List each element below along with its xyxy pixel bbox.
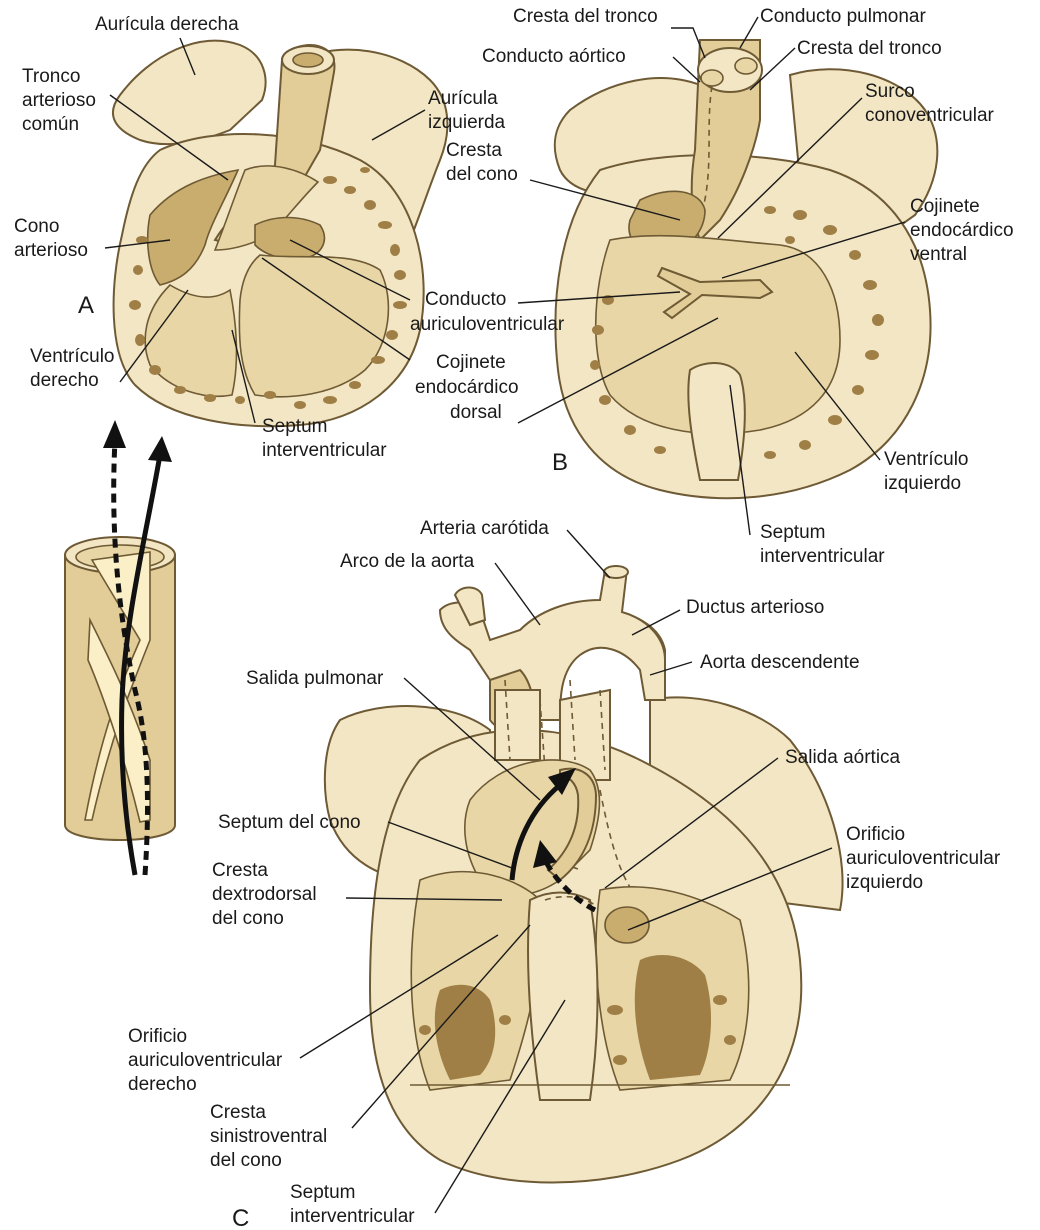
label-a-cono-line1: Cono — [14, 216, 59, 237]
label-c-septum-cono: Septum del cono — [218, 812, 361, 833]
label-c-orificio-der-line3: derecho — [128, 1074, 197, 1095]
label-b-cresta-tronco-2: Cresta del tronco — [797, 38, 942, 59]
spiral-septum-cylinder — [65, 420, 175, 875]
label-c-salida-aortica: Salida aórtica — [785, 747, 901, 768]
label-c-orificio-izq-line1: Orificio — [846, 824, 905, 845]
label-a-tronco-line1: Tronco — [22, 66, 80, 87]
label-c-cresta-sinistro-line3: del cono — [210, 1150, 282, 1171]
label-c-cresta-sinistro-line2: sinistroventral — [210, 1126, 327, 1147]
label-conducto-av-line2: auriculoventricular — [410, 314, 565, 335]
label-b-cojinete-ventral-line2: endocárdico — [910, 220, 1014, 241]
label-b-ventriculo-izq-line2: izquierdo — [884, 473, 961, 494]
label-a-ventriculo-line1: Ventrículo — [30, 346, 115, 367]
label-a-septum-line2: interventricular — [262, 440, 387, 461]
label-c-aorta-descendente: Aorta descendente — [700, 652, 860, 673]
label-a-auricula-izq-line1: Aurícula — [428, 88, 498, 109]
panel-letter-c: C — [232, 1205, 249, 1230]
panel-a-heart — [113, 41, 447, 427]
label-c-cresta-sinistro-line1: Cresta — [210, 1102, 266, 1123]
panel-letter-a: A — [78, 292, 94, 319]
label-b-septum-line2: interventricular — [760, 546, 885, 567]
label-a-ventriculo-line2: derecho — [30, 370, 99, 391]
label-cojinete-dorsal-line3: dorsal — [450, 402, 502, 423]
label-b-cresta-cono-line1: Cresta — [446, 140, 502, 161]
label-a-auricula-izq-line2: izquierda — [428, 112, 506, 133]
label-c-carotida: Arteria carótida — [420, 518, 549, 539]
label-c-orificio-der-line1: Orificio — [128, 1026, 187, 1047]
panel-letter-b: B — [552, 449, 568, 476]
label-b-septum-line1: Septum — [760, 522, 825, 543]
label-cojinete-dorsal-line2: endocárdico — [415, 377, 519, 398]
label-b-cresta-cono-line2: del cono — [446, 164, 518, 185]
label-a-tronco-line2: arterioso — [22, 90, 96, 111]
label-b-cresta-tronco-1: Cresta del tronco — [513, 6, 658, 27]
label-c-orificio-izq-line3: izquierdo — [846, 872, 923, 893]
label-c-septum-line2: interventricular — [290, 1206, 415, 1227]
label-c-cresta-dextro-line3: del cono — [212, 908, 284, 929]
label-a-septum-line1: Septum — [262, 416, 327, 437]
blood-flow-arrowhead-solid — [148, 436, 172, 462]
label-c-cresta-dextro-line1: Cresta — [212, 860, 268, 881]
label-b-ventriculo-izq-line1: Ventrículo — [884, 449, 969, 470]
label-b-conducto-pulmonar: Conducto pulmonar — [760, 6, 926, 27]
label-b-cojinete-ventral-line3: ventral — [910, 244, 967, 265]
label-conducto-av-line1: Conducto — [425, 289, 506, 310]
label-b-surco-line1: Surco — [865, 81, 915, 102]
label-cojinete-dorsal-line1: Cojinete — [436, 352, 506, 373]
label-a-auricula-derecha: Aurícula derecha — [95, 14, 239, 35]
label-c-arco: Arco de la aorta — [340, 551, 475, 572]
label-c-orificio-der-line2: auriculoventricular — [128, 1050, 283, 1071]
label-b-conducto-aortico: Conducto aórtico — [482, 46, 626, 67]
label-c-septum-line1: Septum — [290, 1182, 355, 1203]
label-c-salida-pulmonar: Salida pulmonar — [246, 668, 384, 689]
label-c-orificio-izq-line2: auriculoventricular — [846, 848, 1001, 869]
label-b-surco-line2: conoventricular — [865, 105, 995, 126]
label-a-tronco-line3: común — [22, 114, 79, 135]
label-a-cono-line2: arterioso — [14, 240, 88, 261]
blood-flow-arrowhead-dashed — [103, 420, 126, 448]
label-c-ductus: Ductus arterioso — [686, 597, 824, 618]
label-c-cresta-dextro-line2: dextrodorsal — [212, 884, 317, 905]
label-b-cojinete-ventral-line1: Cojinete — [910, 196, 980, 217]
